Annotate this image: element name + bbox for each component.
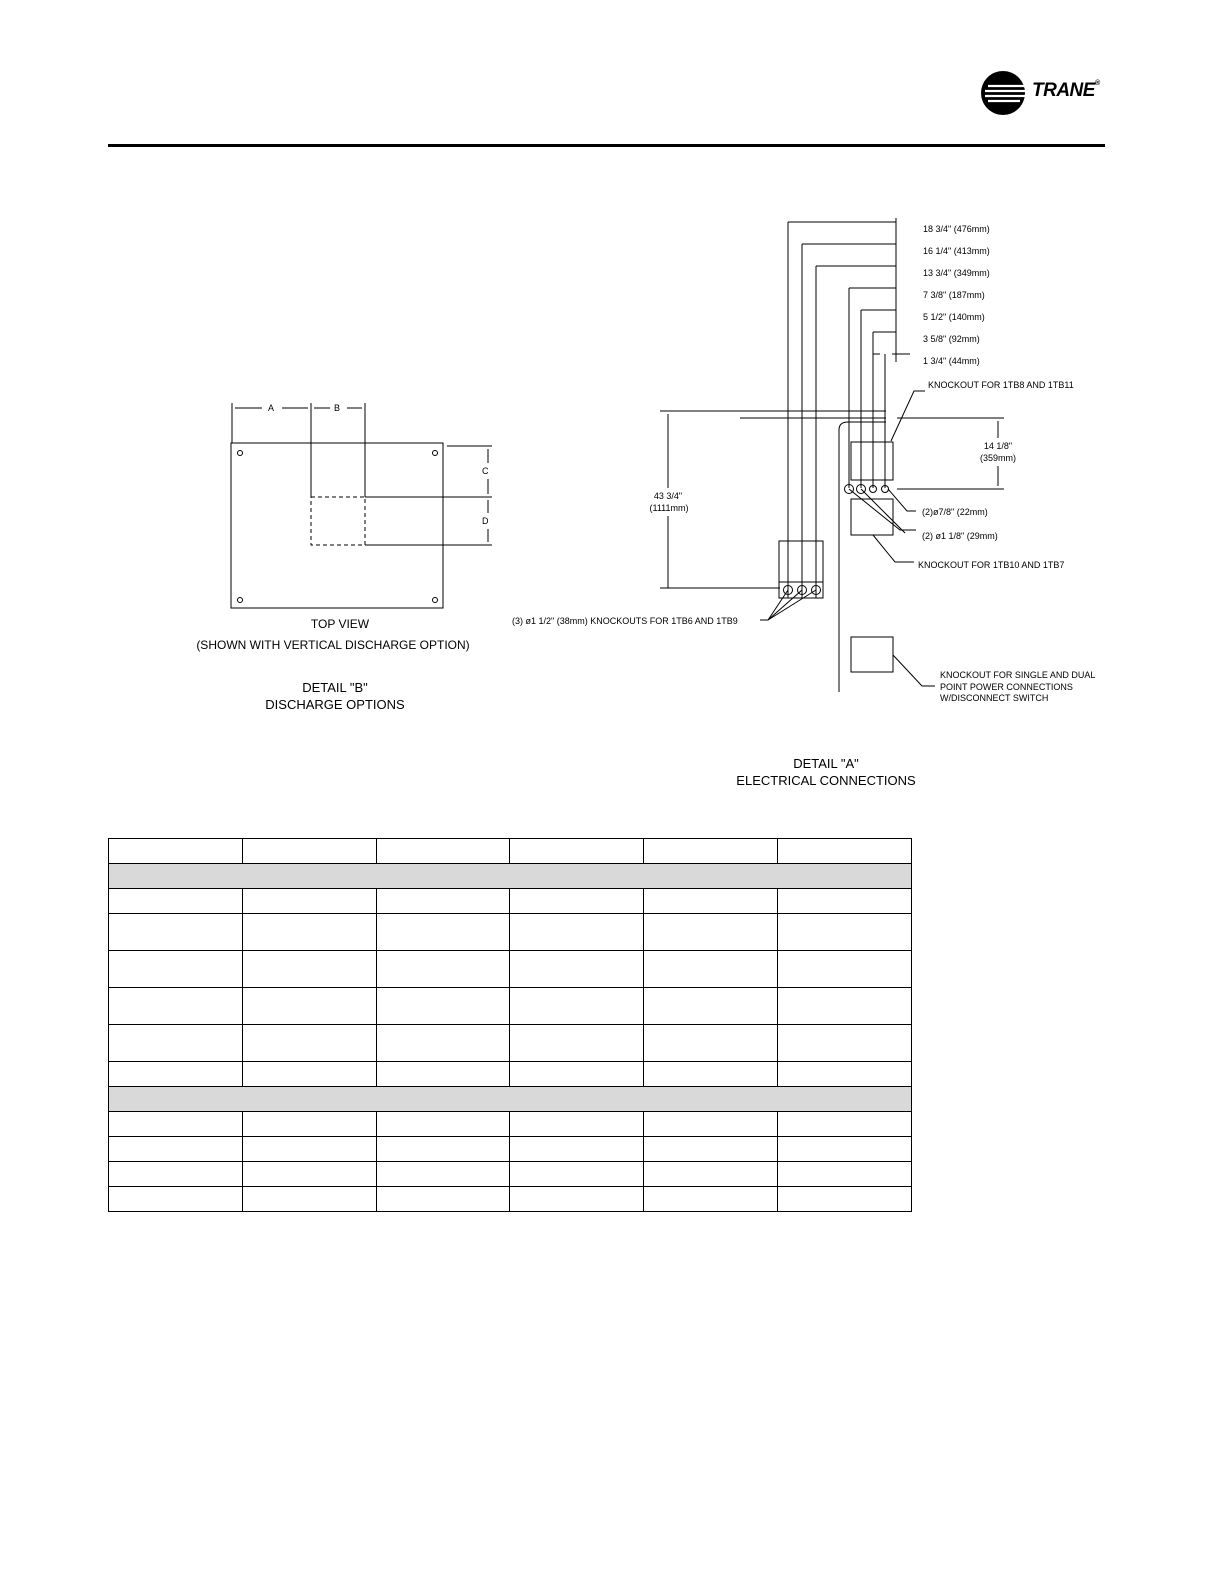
ko-1tb8-label: KNOCKOUT FOR 1TB8 AND 1TB11 [928, 380, 1074, 390]
ko-box-power [850, 636, 894, 673]
detail-a-subtitle: ELECTRICAL CONNECTIONS [736, 773, 916, 788]
top-view-note: (SHOWN WITH VERTICAL DISCHARGE OPTION) [196, 638, 469, 652]
detail-b-title: DETAIL "B" [302, 680, 368, 695]
dim-14-line2: (359mm) [980, 453, 1016, 463]
dim-16-label: 16 1/4" (413mm) [923, 246, 990, 256]
table-row [108, 1024, 912, 1062]
table-row [108, 1161, 912, 1187]
detail-b-top-view [230, 403, 492, 609]
ko-22mm-label: (2)ø7/8" (22mm) [922, 507, 988, 517]
trane-logo-icon [981, 71, 1026, 115]
table-row [108, 1186, 912, 1212]
dim-a-label: A [268, 403, 274, 413]
dim-5-label: 5 1/2" (140mm) [923, 312, 985, 322]
ko-box-1tb6 [778, 540, 824, 599]
ko-29mm-label: (2) ø1 1/8" (29mm) [922, 531, 998, 541]
dim-1-label: 1 3/4" (44mm) [923, 356, 980, 366]
table-row [108, 1136, 912, 1162]
ko-1tb6-label: (3) ø1 1/2" (38mm) KNOCKOUTS FOR 1TB6 AN… [512, 616, 738, 626]
dim-d-label: D [482, 516, 489, 526]
dim-43-line1: 43 3/4" [654, 491, 682, 501]
detail-b-subtitle: DISCHARGE OPTIONS [265, 697, 405, 712]
ko-box-1tb8 [850, 441, 894, 481]
dim-13-label: 13 3/4" (349mm) [923, 268, 990, 278]
ko-power-line1: KNOCKOUT FOR SINGLE AND DUAL [940, 670, 1095, 680]
dim-18-label: 18 3/4" (476mm) [923, 224, 990, 234]
discharge-opening [310, 496, 366, 546]
dim-c-label: C [482, 466, 489, 476]
brand-wordmark: TRANE® [1032, 80, 1100, 101]
dim-43-line2: (1111mm) [649, 503, 688, 513]
table-row [108, 888, 912, 914]
top-view-title: TOP VIEW [311, 617, 370, 631]
header-rule [108, 144, 1105, 147]
table-row [108, 950, 912, 988]
detail-a-title: DETAIL "A" [793, 756, 859, 771]
ko-1tb10-label: KNOCKOUT FOR 1TB10 AND 1TB7 [918, 560, 1064, 570]
dim-3-label: 3 5/8" (92mm) [923, 334, 980, 344]
ko-power-line3: W/DISCONNECT SWITCH [940, 693, 1048, 703]
unit-outline [230, 442, 444, 609]
table-row [108, 1061, 912, 1087]
table-section-row [108, 863, 912, 889]
ko-power-line2: POINT POWER CONNECTIONS [940, 682, 1073, 692]
ko-box-1tb10 [850, 498, 894, 536]
table-row [108, 913, 912, 951]
detail-a-electrical [660, 218, 1004, 692]
spec-table [108, 838, 912, 1212]
table-row [108, 1111, 912, 1137]
table-row [108, 987, 912, 1025]
dim-7-label: 7 3/8" (187mm) [923, 290, 985, 300]
table-header-row [108, 838, 912, 864]
dim-14-line1: 14 1/8" [984, 441, 1012, 451]
table-section-row [108, 1086, 912, 1112]
dim-b-label: B [334, 403, 340, 413]
